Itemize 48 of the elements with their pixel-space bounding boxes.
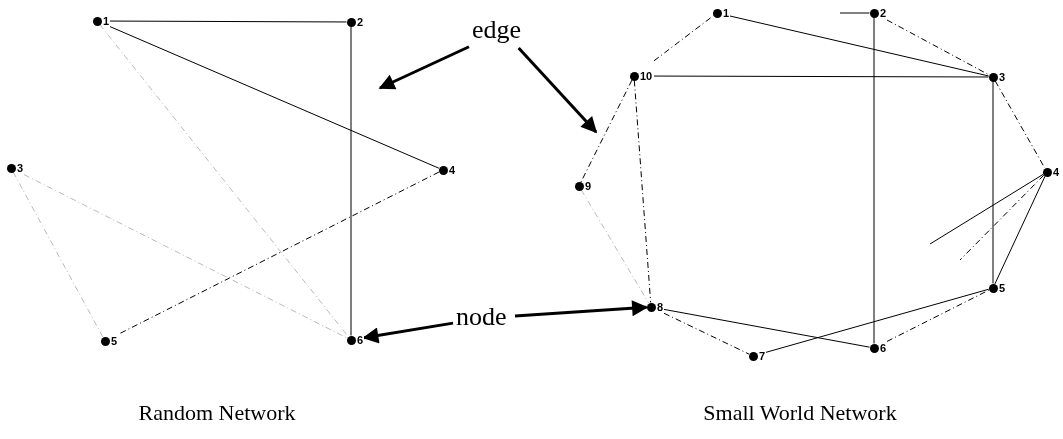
node-number: 4 <box>448 164 457 176</box>
annotation-label: node <box>456 303 512 333</box>
node-number: 3 <box>998 71 1007 83</box>
node-number: 3 <box>16 162 25 174</box>
pointer-arrow <box>517 47 598 134</box>
node-number: 2 <box>879 7 888 19</box>
network-edge <box>959 174 1045 261</box>
network-edge <box>109 20 347 23</box>
node-number: 2 <box>356 16 365 28</box>
node-number: 9 <box>584 180 593 192</box>
node-number: 6 <box>879 342 888 354</box>
network-edge <box>994 175 1046 285</box>
network-edge <box>109 26 440 169</box>
network-edge <box>663 308 871 348</box>
pointer-arrow <box>514 300 649 318</box>
annotation-label: edge <box>472 16 534 46</box>
node-number: 6 <box>356 334 365 346</box>
pointer-arrow <box>362 321 454 344</box>
network-edge <box>580 189 650 304</box>
node-number: 8 <box>656 301 665 313</box>
network-caption: Small World Network <box>703 400 897 426</box>
network-edge <box>633 80 652 303</box>
network-edge <box>729 15 990 77</box>
node-number: 1 <box>102 15 111 27</box>
network-edge <box>117 171 440 335</box>
network-edge <box>929 173 1044 245</box>
network-edge <box>350 26 352 336</box>
network-edge <box>839 12 870 14</box>
network-edge <box>99 24 349 337</box>
network-edge <box>12 171 104 338</box>
network-edge <box>653 15 714 62</box>
node-number: 7 <box>758 350 767 362</box>
network-edge <box>653 75 989 78</box>
network-edge <box>23 174 348 339</box>
network-edge <box>873 17 875 344</box>
network-edge <box>765 288 990 353</box>
network-caption: Random Network <box>138 400 296 426</box>
network-edge <box>886 289 990 342</box>
node-number: 1 <box>722 7 731 19</box>
network-edge <box>886 19 990 76</box>
network-edge <box>992 81 994 284</box>
node-number: 10 <box>639 70 654 82</box>
network-edge <box>663 312 750 355</box>
node-number: 5 <box>998 282 1007 294</box>
node-number: 4 <box>1052 166 1061 178</box>
pointer-arrow <box>378 45 470 90</box>
network-edge <box>580 79 633 183</box>
node-number: 5 <box>110 335 119 347</box>
